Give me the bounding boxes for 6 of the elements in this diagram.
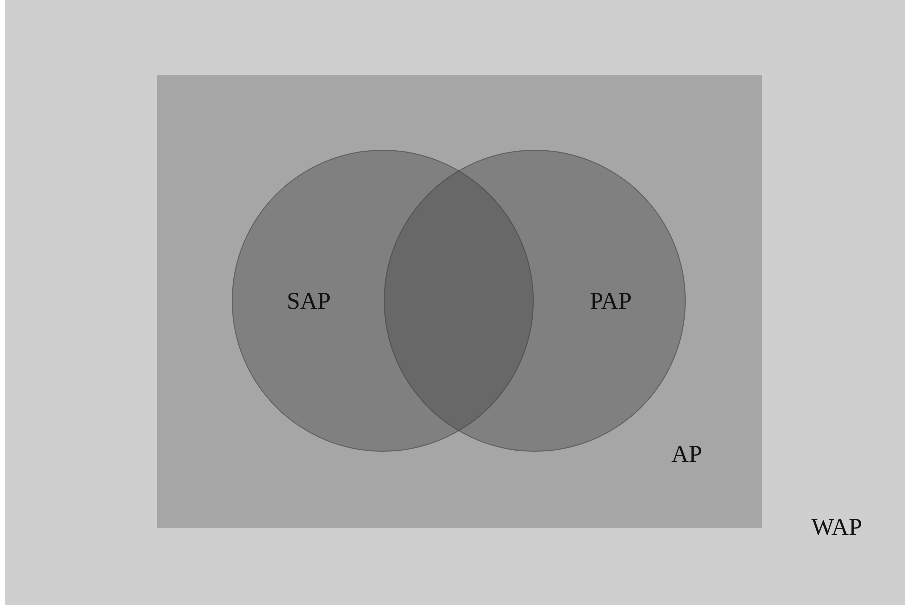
set-label: SAP <box>286 290 332 314</box>
set-label: AP <box>672 443 702 467</box>
inner-region <box>157 75 762 528</box>
set-label: PAP <box>590 290 632 314</box>
outer-region <box>5 0 905 605</box>
set-label: WAP <box>812 516 862 540</box>
